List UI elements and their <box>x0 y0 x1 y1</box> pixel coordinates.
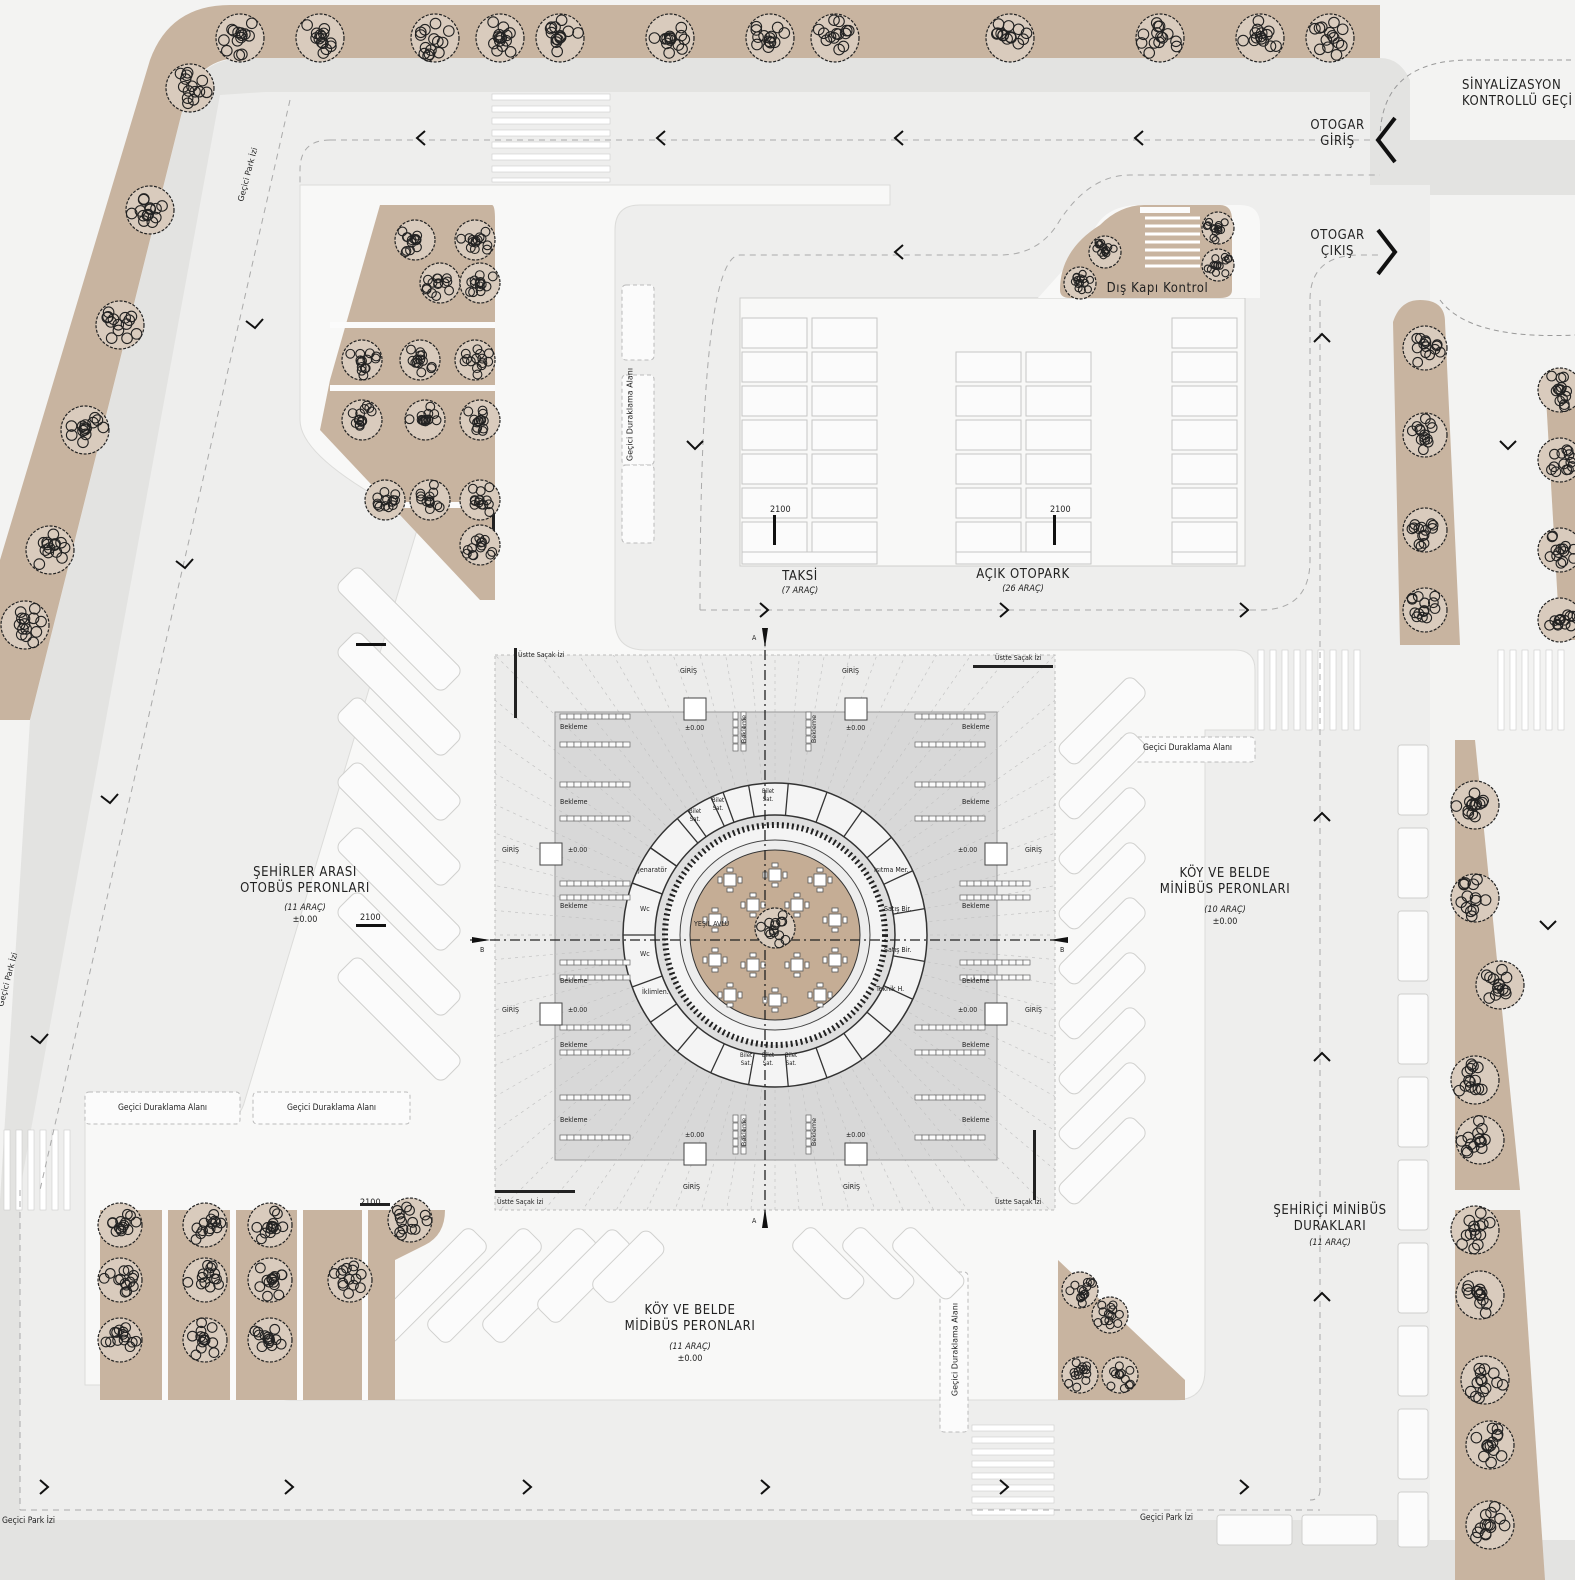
waiting-12: Bekleme <box>962 1116 989 1125</box>
generator-label: Jenaratör <box>638 866 667 875</box>
village-midibus-level: ±0.00 <box>605 1354 775 1365</box>
signal-control-label: SİNYALİZASYON KONTROLLÜ GEÇİ <box>1462 78 1573 111</box>
sales-label-2: Satış Bir. <box>884 946 911 955</box>
temp-stop-label-1: Geçici Duraklama Alanı <box>85 1103 240 1114</box>
waiting-9: Bekleme <box>962 902 989 911</box>
waiting-5: Bekleme <box>560 1041 587 1050</box>
temp-park-label-4: Geçici Park İzi <box>1140 1513 1193 1524</box>
waiting-4: Bekleme <box>560 977 587 986</box>
temp-park-label-3: Geçici Park İzi <box>2 1516 55 1527</box>
level-s1: ±0.00 <box>685 1131 704 1140</box>
section-a-bottom: A <box>752 1217 756 1226</box>
waiting-15: Bekleme <box>810 1118 818 1146</box>
city-minibus-label: ŞEHİRİÇİ MİNİBÜS DURAKLARI <box>1245 1203 1415 1236</box>
dim-2100-parking: 2100 <box>1050 505 1071 516</box>
temp-stop-label-2: Geçici Duraklama Alanı <box>253 1103 410 1114</box>
entry-label-s2: GİRİŞ <box>843 1183 860 1192</box>
village-minibus-level: ±0.00 <box>1140 917 1310 928</box>
village-midibus-count: (11 ARAÇ) <box>605 1342 775 1353</box>
sales-label-1: Satış Bir. <box>884 905 911 914</box>
waiting-7: Bekleme <box>962 723 989 732</box>
section-b-left: B <box>480 946 484 955</box>
entry-label-n2: GİRİŞ <box>842 667 859 676</box>
temp-stop-label-3: Geçici Duraklama Alanı <box>1120 743 1255 754</box>
temp-stop-label-5: Geçici Duraklama Alanı <box>951 1300 960 1400</box>
dim-2100-taxi: 2100 <box>770 505 791 516</box>
exit-label: OTOGAR ÇIKIŞ <box>1300 228 1375 261</box>
open-parking-count: (26 ARAÇ) <box>958 584 1088 595</box>
canopy-label-2: Üstte Saçak İzi <box>995 654 1041 663</box>
level-n1: ±0.00 <box>685 724 704 733</box>
wc-label-2: Wc <box>640 950 650 959</box>
canopy-label-4: Üstte Saçak İzi <box>995 1198 1041 1207</box>
waiting-11: Bekleme <box>962 1041 989 1050</box>
city-minibus-count: (11 ARAÇ) <box>1245 1238 1415 1249</box>
waiting-8: Bekleme <box>962 798 989 807</box>
ticket-1: Bilet Sat. <box>712 797 724 812</box>
ticket-6: Bilet Sat. <box>785 1052 797 1067</box>
entry-label-w1: GİRİŞ <box>502 846 519 855</box>
ticket-2: Bilet Sat. <box>762 788 774 803</box>
waiting-3: Bekleme <box>560 902 587 911</box>
wc-label-1: Wc <box>640 905 650 914</box>
courtyard-label: YEŞİL AVLU <box>694 920 729 929</box>
entry-label-s1: GİRİŞ <box>683 1183 700 1192</box>
section-b-right: B <box>1060 946 1064 955</box>
waiting-16: Bekleme <box>740 1118 748 1146</box>
open-parking-label: AÇIK OTOPARK <box>958 567 1088 583</box>
level-e2: ±0.00 <box>958 1006 977 1015</box>
waiting-14: Bekleme <box>740 715 748 743</box>
dim-2100-intercity: 2100 <box>360 913 381 924</box>
ticket-5: Bilet Sat. <box>762 1052 774 1067</box>
ticket-4: Bilet Sat. <box>740 1052 752 1067</box>
level-e1: ±0.00 <box>958 846 977 855</box>
section-a-top: A <box>752 634 756 643</box>
village-minibus-label: KÖY VE BELDE MİNİBÜS PERONLARI <box>1140 866 1310 899</box>
village-minibus-count: (10 ARAÇ) <box>1140 905 1310 916</box>
taxi-label: TAKSİ <box>760 569 840 585</box>
waiting-13: Bekleme <box>810 715 818 743</box>
temp-stop-label-4: Geçici Duraklama Alanı <box>626 365 635 465</box>
waiting-1: Bekleme <box>560 723 587 732</box>
level-w1: ±0.00 <box>568 846 587 855</box>
ticket-3: Bilet Sat. <box>689 808 701 823</box>
technical-label: Teknik H. <box>876 985 904 994</box>
entrance-label: OTOGAR GİRİŞ <box>1300 118 1375 151</box>
waiting-2: Bekleme <box>560 798 587 807</box>
level-w2: ±0.00 <box>568 1006 587 1015</box>
waiting-10: Bekleme <box>962 977 989 986</box>
canopy-label-3: Üstte Saçak İzi <box>497 1198 543 1207</box>
entry-label-e1: GİRİŞ <box>1025 846 1042 855</box>
entry-label-n1: GİRİŞ <box>680 667 697 676</box>
taxi-count: (7 ARAÇ) <box>760 586 840 597</box>
heating-label: Isıtma Mer. <box>874 866 909 875</box>
dim-2100-midibus: 2100 <box>360 1198 381 1209</box>
level-s2: ±0.00 <box>846 1131 865 1140</box>
entry-label-e2: GİRİŞ <box>1025 1006 1042 1015</box>
waiting-6: Bekleme <box>560 1116 587 1125</box>
level-n2: ±0.00 <box>846 724 865 733</box>
village-midibus-label: KÖY VE BELDE MİDİBÜS PERONLARI <box>605 1303 775 1336</box>
intercity-label: ŞEHİRLER ARASI OTOBÜS PERONLARI <box>220 865 390 898</box>
hvac-label: İklimlen. <box>642 988 669 997</box>
gate-control-label: Dış Kapı Kontrol <box>1090 281 1225 297</box>
entry-label-w2: GİRİŞ <box>502 1006 519 1015</box>
canopy-label-1: Üstte Saçak İzi <box>518 651 564 660</box>
